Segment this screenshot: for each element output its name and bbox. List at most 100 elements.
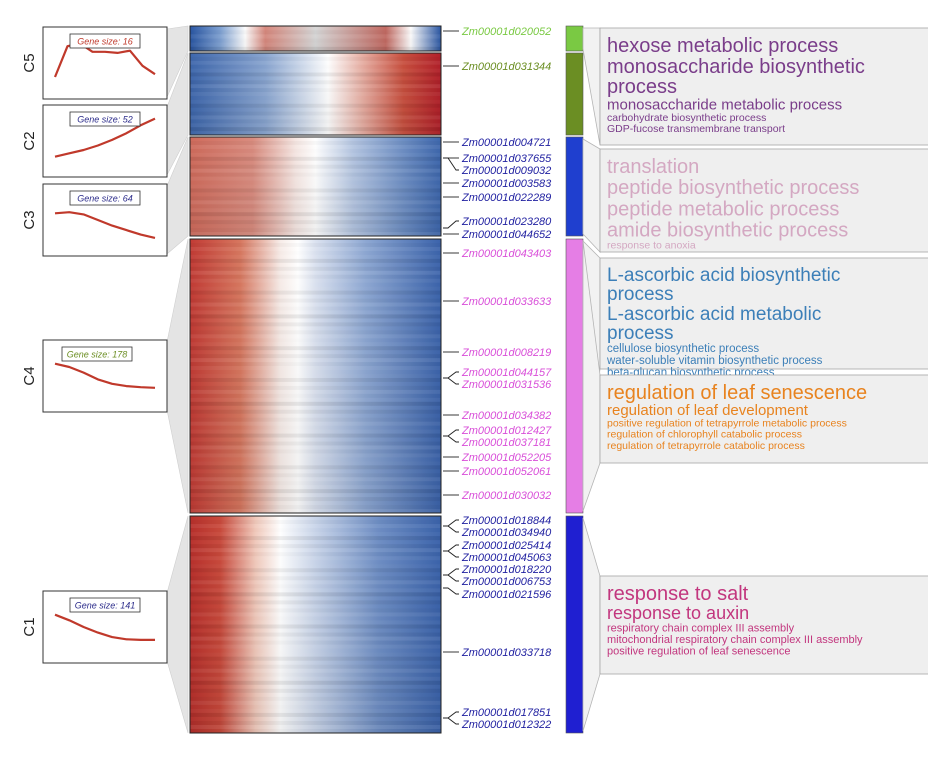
gene-leader-line [443, 544, 459, 552]
profile-line [54, 362, 156, 389]
gene-leader-line [443, 587, 459, 595]
gene-leader-line [443, 377, 459, 385]
gene-label: Zm00001d003583 [461, 178, 552, 190]
gene-size-label: Gene size: 141 [75, 601, 136, 611]
cluster-bar-layer: Num: 16Num: 52Num: 64Num: 178Num: 141 [565, 25, 584, 734]
gene-label: Zm00001d052061 [461, 466, 551, 478]
go-term: hexose metabolic process [607, 35, 838, 57]
gene-label: Zm00001d044652 [461, 229, 551, 241]
gene-leader-line [443, 519, 459, 527]
gene-label: Zm00001d033718 [461, 647, 552, 659]
cluster-id-label: C2 [21, 131, 38, 150]
profile-line [54, 211, 156, 239]
gene-labels-layer: Zm00001d020052Zm00001d031344Zm00001d0047… [443, 26, 552, 731]
gene-leader-line [443, 717, 459, 725]
gene-label: Zm00001d021596 [461, 589, 552, 601]
gene-leader-line [443, 371, 459, 379]
gene-label: Zm00001d043403 [461, 248, 552, 260]
gene-leader-line [443, 711, 459, 719]
heatmap-block-c1 [189, 515, 442, 734]
go-term: response to auxin [607, 603, 749, 623]
gene-size-label: Gene size: 64 [77, 194, 133, 204]
go-term: regulation of tetrapyrrole catabolic pro… [607, 440, 805, 452]
go-term: GDP-fucose transmembrane transport [607, 123, 785, 135]
gene-label: Zm00001d045063 [461, 552, 552, 564]
gene-label: Zm00001d004721 [461, 137, 551, 149]
go-term: water-soluble vitamin biosynthetic proce… [606, 355, 823, 367]
cluster-id-label: C3 [21, 210, 38, 229]
go-term-connector [582, 27, 601, 146]
heatmap-block-c2 [189, 52, 442, 136]
cluster-id-label: C5 [21, 53, 38, 72]
go-term-panel-4: regulation of leaf senescenceregulation … [582, 240, 928, 512]
gene-label: Zm00001d052205 [461, 452, 552, 464]
go-term-connector [582, 517, 601, 732]
gene-label: Zm00001d037655 [461, 153, 552, 165]
gene-leader-line [443, 574, 459, 582]
go-term: carbohydrate biosynthetic process [607, 112, 766, 124]
gene-label: Zm00001d044157 [461, 367, 552, 379]
gene-label: Zm00001d008219 [461, 347, 551, 359]
go-term: amide biosynthetic process [607, 220, 848, 242]
connector-layer [166, 25, 189, 734]
go-term: monosaccharide metabolic process [607, 96, 842, 113]
gene-label: Zm00001d031536 [461, 379, 552, 391]
gene-label: Zm00001d034940 [461, 527, 552, 539]
go-term: cellulose biosynthetic process [607, 343, 759, 355]
go-term: respiratory chain complex III assembly [607, 622, 795, 634]
heatmap-block-c4 [189, 238, 442, 514]
cluster-bar-c3 [565, 136, 584, 237]
cluster-bar-c2 [565, 52, 584, 136]
cluster-bar-c1 [565, 515, 584, 734]
heatmap-layer [189, 25, 442, 734]
go-term: peptide metabolic process [607, 198, 839, 220]
profile-line [54, 613, 155, 642]
go-term: monosaccharide biosynthetic [607, 56, 865, 78]
cluster-id-label: C1 [21, 617, 38, 636]
gene-label: Zm00001d022289 [461, 192, 551, 204]
profile-panel-c5: Gene size: 16 [42, 26, 168, 100]
go-term: process [607, 323, 674, 344]
gene-label: Zm00001d020052 [461, 26, 551, 38]
gene-label: Zm00001d012427 [461, 425, 552, 437]
go-term: positive regulation of leaf senescence [607, 646, 790, 658]
cluster-bar-c4 [565, 238, 584, 514]
go-term: response to salt [607, 583, 749, 605]
gene-leader-line [443, 435, 459, 443]
connector-c4 [166, 238, 189, 514]
profile-panel-c3: Gene size: 64 [42, 183, 168, 257]
go-term: L-ascorbic acid metabolic [607, 304, 821, 325]
profile-panel-c1: Gene size: 141 [42, 590, 168, 664]
gene-label: Zm00001d033633 [461, 296, 552, 308]
go-term: regulation of leaf development [607, 402, 809, 419]
gene-leader-line [443, 429, 459, 437]
go-term: regulation of chlorophyll catabolic proc… [607, 429, 802, 441]
gene-label: Zm00001d017851 [461, 707, 551, 719]
go-term: process [607, 76, 677, 98]
gene-label: Zm00001d030032 [461, 490, 551, 502]
profile-panel-c4: Gene size: 178 [42, 339, 168, 413]
gene-leader-line [443, 220, 459, 229]
go-term: translation [607, 156, 699, 178]
gene-label: Zm00001d023280 [461, 216, 552, 228]
go-term: L-ascorbic acid biosynthetic [607, 265, 840, 286]
heatmap-block-c5 [189, 25, 442, 52]
gene-leader-line [443, 550, 459, 558]
go-term: peptide biosynthetic process [607, 177, 859, 199]
gene-size-label: Gene size: 16 [77, 37, 133, 47]
profile-line [54, 117, 156, 158]
gene-leader-line [443, 568, 459, 576]
go-term-connector [582, 138, 601, 254]
go-term: process [607, 284, 674, 305]
gene-label: Zm00001d031344 [461, 61, 551, 73]
gene-leader-line [443, 157, 459, 171]
connector-c1 [166, 515, 189, 734]
gene-leader-line [443, 525, 459, 533]
go-term: positive regulation of tetrapyrrole meta… [607, 418, 847, 430]
cluster-bar-c5 [565, 25, 584, 52]
